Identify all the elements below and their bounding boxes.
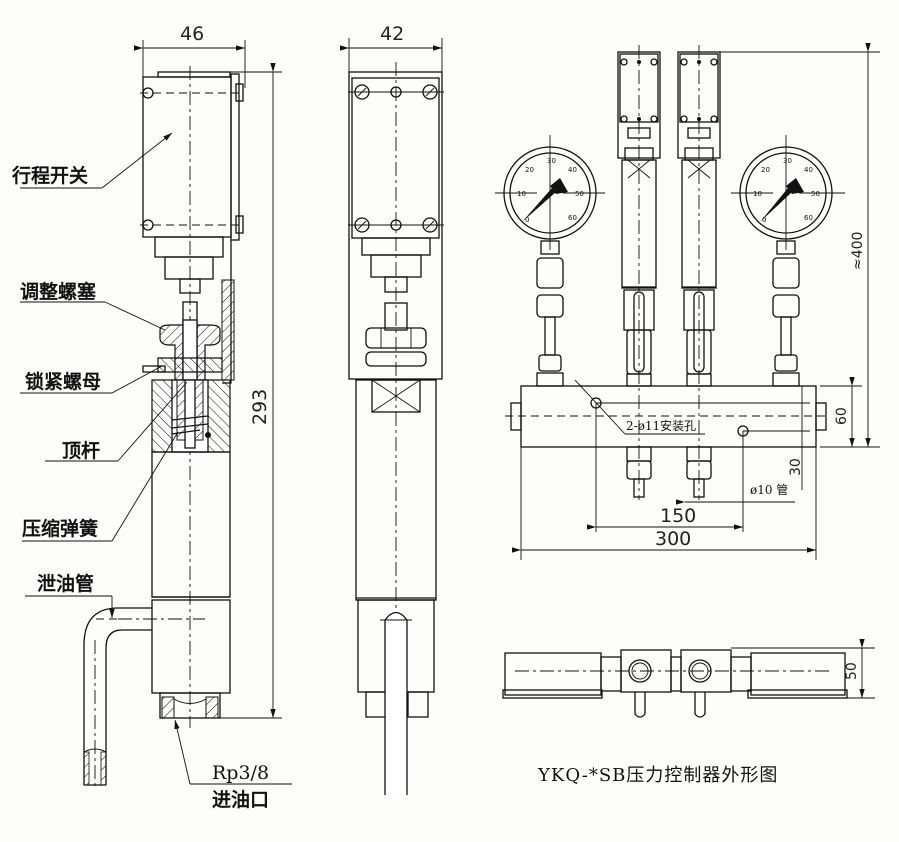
dimension-label: 300 <box>655 528 691 550</box>
gauge-tick-label: 30 <box>547 157 556 165</box>
label-adjust-plug: 调整螺塞 <box>20 280 97 303</box>
dimension-label: 50 <box>844 662 860 680</box>
label-mount-holes: 2-ø11安装孔 <box>626 418 696 433</box>
gauge-tick-label: 10 <box>753 190 762 198</box>
dimension-width-46: 46 <box>134 23 246 88</box>
dimension-label: 60 <box>834 407 850 425</box>
label-push-rod: 顶杆 <box>62 439 100 462</box>
drawing-title: YKQ-*SB压力控制器外形图 <box>537 765 778 786</box>
dimension-top-50: 50 <box>731 639 875 699</box>
controller-right <box>677 45 721 500</box>
assembly-view: ≈400 60 2-ø11安装孔 30 ø10 管 150 <box>495 43 880 560</box>
dimension-label: 46 <box>180 23 204 45</box>
gauge-tick-label: 0 <box>762 216 766 224</box>
callout-limit-switch: 行程开关 <box>11 132 173 189</box>
label-pipe: ø10 管 <box>750 482 788 497</box>
callout-drain-pipe: 泄油管 <box>25 572 115 618</box>
callout-push-rod: 顶杆 <box>45 381 188 462</box>
label-inlet: 进油口 <box>212 789 269 811</box>
dimension-label: ≈400 <box>850 232 866 270</box>
gauge-tick-label: 50 <box>575 190 584 198</box>
gauge-tick-label: 40 <box>568 166 577 174</box>
gauge-tick-label: 0 <box>525 216 529 224</box>
dimension-height-293: 293 <box>210 63 282 719</box>
dimension-label: 293 <box>249 389 271 425</box>
callout-spring: 压缩弹簧 <box>22 431 179 542</box>
pressure-gauge-right: 0 10 20 30 40 50 60 <box>731 135 845 387</box>
label-lock-nut: 锁紧螺母 <box>25 370 101 393</box>
dimension-block-60: 60 <box>820 377 862 447</box>
pressure-gauge-left: 0 10 20 30 40 50 60 <box>495 135 605 387</box>
gauge-tick-label: 60 <box>568 214 577 222</box>
label-drain-pipe: 泄油管 <box>37 572 94 595</box>
dimension-label: 150 <box>660 505 696 527</box>
gauge-tick-label: 20 <box>525 166 534 174</box>
side-view: 46 293 <box>11 23 292 811</box>
gauge-tick-label: 60 <box>804 214 813 222</box>
gauge-tick-label: 30 <box>783 157 792 165</box>
limit-switch-box <box>142 76 232 238</box>
callout-inlet: Rp3/8 进油口 <box>174 719 292 811</box>
gauge-tick-label: 50 <box>811 190 820 198</box>
label-limit-switch: 行程开关 <box>11 164 88 187</box>
dimension-label: 30 <box>788 458 804 476</box>
gauge-tick-label: 40 <box>804 166 813 174</box>
label-spring: 压缩弹簧 <box>22 517 98 540</box>
callout-adjust-plug: 调整螺塞 <box>20 280 166 331</box>
screws <box>348 84 444 233</box>
dimension-width-42: 42 <box>340 23 443 78</box>
dimension-height-400: ≈400 <box>700 43 880 448</box>
dimension-label: 42 <box>380 23 404 45</box>
gauge-tick-label: 10 <box>517 190 526 198</box>
label-inlet-thread: Rp3/8 <box>212 762 269 784</box>
gauge-tick-label: 20 <box>761 166 770 174</box>
callout-lock-nut: 锁紧螺母 <box>20 365 163 394</box>
controller-left <box>617 45 661 500</box>
front-view: 42 <box>340 23 444 795</box>
top-view: 50 <box>502 639 875 718</box>
